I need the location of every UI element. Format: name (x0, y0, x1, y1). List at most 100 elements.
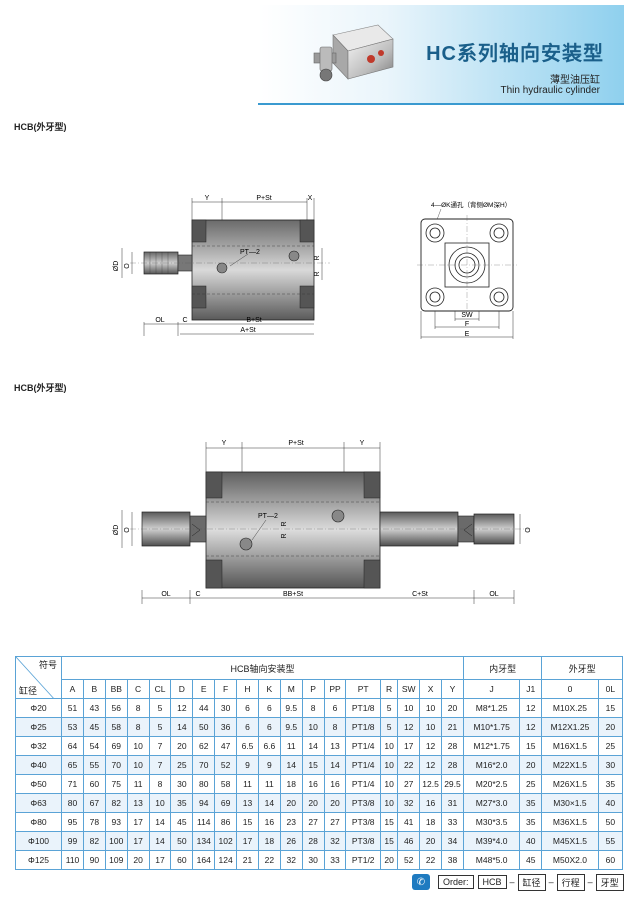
dim2-c: C (195, 591, 200, 598)
table-cell: 27 (397, 774, 421, 794)
table-cell: 50 (192, 717, 216, 737)
column-header: J1 (519, 679, 543, 699)
table-cell: 55 (597, 831, 624, 851)
column-header: 0 (541, 679, 599, 699)
table-cell: 41 (397, 812, 421, 832)
table-cell: M16*2.0 (462, 755, 521, 775)
table-cell: 32 (323, 831, 347, 851)
table-cell: 17 (397, 736, 421, 756)
dim2-bb-st: BB+St (283, 591, 303, 598)
column-header: X (419, 679, 442, 699)
table-cell: 16 (301, 774, 325, 794)
table-cell: 109 (104, 850, 128, 870)
table-cell: M27*3.0 (462, 793, 521, 813)
table-cell: 8 (126, 698, 150, 718)
dim2-od: ØD (113, 525, 120, 536)
table-cell: 10 (419, 717, 442, 737)
table-cell: 110 (61, 850, 84, 870)
table-cell: 32 (397, 793, 421, 813)
table-cell: 40 (519, 831, 543, 851)
table-cell: 15 (301, 755, 325, 775)
dim-y: Y (205, 195, 210, 202)
table-cell: M12*1.75 (462, 736, 521, 756)
table-cell: 90 (82, 850, 106, 870)
table-cell: M50X2.0 (541, 850, 599, 870)
table-cell: 64 (61, 736, 84, 756)
table-cell: 14 (170, 717, 194, 737)
table-cell: 45 (170, 812, 194, 832)
table-cell: 14 (148, 831, 172, 851)
table-cell: 58 (214, 774, 238, 794)
table-cell: 55 (82, 755, 106, 775)
table-cell: 99 (61, 831, 84, 851)
label2-pt2: PT—2 (258, 513, 278, 520)
table-cell: 8 (148, 774, 172, 794)
dim2-ol-left: OL (161, 591, 170, 598)
table-cell: 93 (104, 812, 128, 832)
table-cell: 18 (419, 812, 442, 832)
table-cell: 5 (148, 717, 172, 737)
bore-cell: Φ80 (14, 812, 63, 832)
table-cell: 5 (379, 717, 399, 737)
table-cell: 30 (214, 698, 238, 718)
table-cell: 10 (379, 774, 399, 794)
label-pt2: PT—2 (240, 249, 260, 256)
table-cell: 102 (214, 831, 238, 851)
table-cell: 10 (419, 698, 442, 718)
table-cell: 80 (61, 793, 84, 813)
table-cell: 20 (597, 717, 624, 737)
table-cell: 75 (104, 774, 128, 794)
table-cell: 11 (279, 736, 303, 756)
column-header: D (170, 679, 194, 699)
table-cell: 134 (192, 831, 216, 851)
table-cell: 54 (82, 736, 106, 756)
table-cell: 10 (301, 717, 325, 737)
dim-x: X (308, 195, 313, 202)
table-cell: 17 (236, 831, 259, 851)
table-cell: 69 (104, 736, 128, 756)
order-code: ✆ Order: HCB – 缸径 – 行程 – 牙型 (412, 873, 626, 891)
table-cell: 31 (441, 793, 464, 813)
table-cell: 47 (214, 736, 238, 756)
table-cell: 36 (214, 717, 238, 737)
table-cell: 62 (192, 736, 216, 756)
table-cell: 11 (236, 774, 259, 794)
bore-cell: Φ63 (14, 793, 63, 813)
table-cell: 15 (519, 736, 543, 756)
dim2-y-left: Y (222, 440, 227, 447)
page-title: HC系列轴向安装型 (426, 43, 604, 65)
table-cell: 10 (148, 793, 172, 813)
table-cell: 43 (82, 698, 106, 718)
drawing-end-view: 4—ØK通孔（背侧ØM深H） SW F E (417, 200, 517, 339)
dim-sw: SW (461, 312, 473, 319)
table-cell: 20 (126, 850, 150, 870)
table-cell: 50 (170, 831, 194, 851)
column-header: F (214, 679, 238, 699)
dim-b-st: B+St (246, 317, 261, 324)
table-cell: PT1/8 (345, 698, 381, 718)
table-cell: 5 (148, 698, 172, 718)
table-cell: 8 (126, 717, 150, 737)
table-cell: 58 (104, 717, 128, 737)
order-field-stroke: 行程 (556, 873, 585, 891)
table-cell: 11 (257, 774, 281, 794)
table-cell: 17 (126, 831, 150, 851)
dim-r1: R (314, 255, 321, 260)
table-cell: 6 (257, 717, 281, 737)
table-cell: 20 (441, 698, 464, 718)
table-cell: 15 (236, 812, 259, 832)
bore-cell: Φ100 (14, 831, 63, 851)
table-cell: PT1/8 (345, 717, 381, 737)
table-cell: 17 (148, 850, 172, 870)
table-cell: 14 (301, 736, 325, 756)
table-cell: 82 (82, 831, 106, 851)
table-cell: 12.5 (419, 774, 442, 794)
dim2-o-right: O (525, 527, 532, 533)
table-cell: M22X1.5 (541, 755, 599, 775)
cylinder-photo (313, 24, 394, 82)
